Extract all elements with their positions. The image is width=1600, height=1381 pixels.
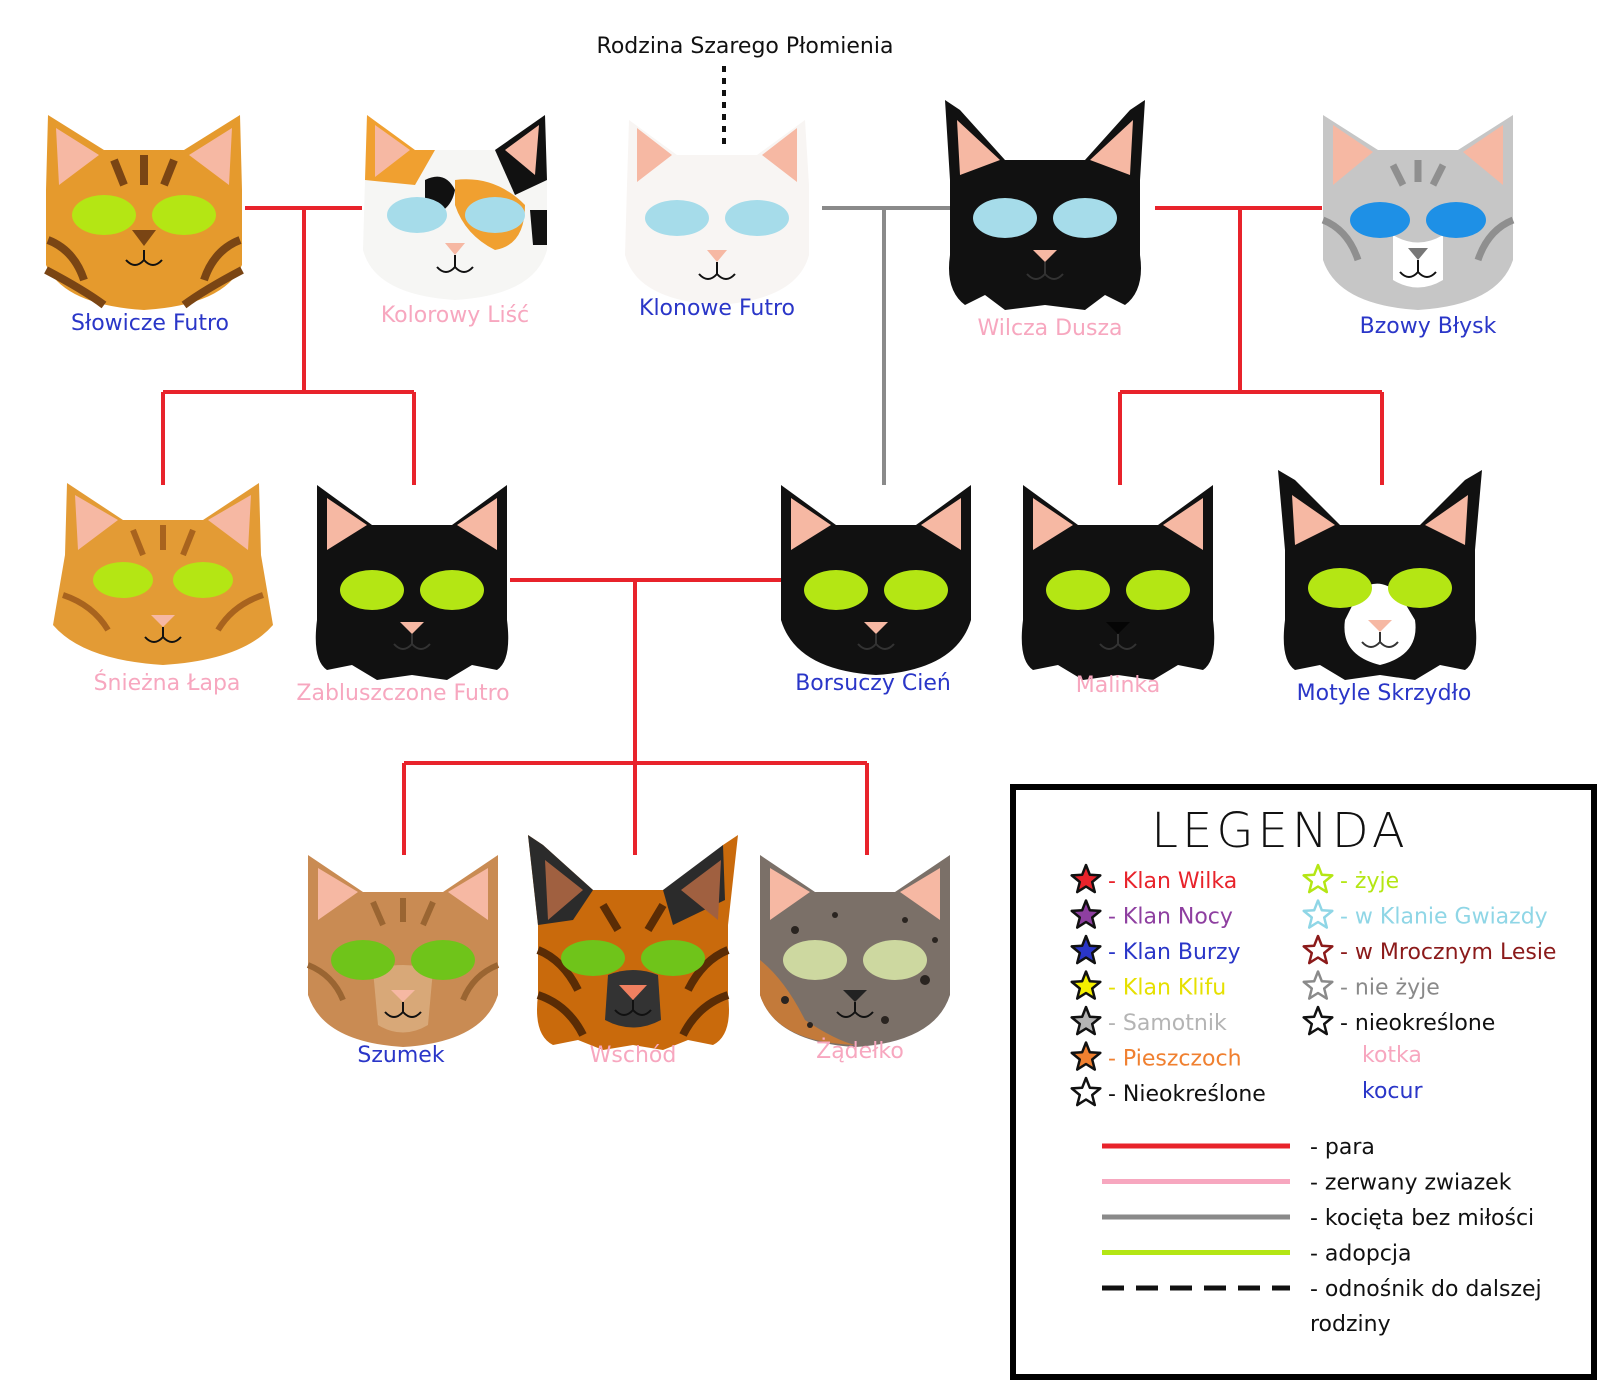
legend-clan-star-icon <box>1070 1076 1102 1107</box>
cat-name-klonowe: Klonowe Futro <box>639 296 795 321</box>
cat-head <box>53 483 273 665</box>
legend-gender-label: kotka <box>1362 1043 1422 1068</box>
legend-clan-label: - Pieszczoch <box>1108 1047 1242 1072</box>
legend-clan-star-icon <box>1070 970 1102 1000</box>
cat-sniezna-lapa[interactable] <box>53 483 273 665</box>
cat-name-bzowy: Bzowy Błysk <box>1360 314 1497 339</box>
legend-line-label-cont: rodziny <box>1310 1312 1391 1337</box>
cat-head <box>46 115 242 310</box>
cat-name-slowicze: Słowicze Futro <box>71 311 229 336</box>
legend-status-star-icon <box>1302 934 1334 965</box>
cat-name-wilcza: Wilcza Dusza <box>978 316 1123 341</box>
legend-status-star-icon <box>1302 1005 1334 1036</box>
legend-box: LEGENDA - Klan Wilka - Klan Nocy - Klan Bu… <box>1010 784 1597 1380</box>
legend-line-label: - zerwany zwiazek <box>1310 1171 1512 1196</box>
legend-clan-star-icon <box>1070 934 1102 965</box>
legend-clan-star-icon <box>1070 863 1102 894</box>
legend-status: - żyje - w Klanie Gwiazdy - w Mrocznym Les… <box>1302 863 1556 1036</box>
legend-clan-star-icon <box>1070 1041 1102 1071</box>
legend-status-star-icon <box>1302 863 1334 894</box>
legend-line-label: - odnośnik do dalszej <box>1310 1277 1542 1302</box>
legend-status-label: - w Klanie Gwiazdy <box>1340 905 1548 930</box>
cat-head <box>625 120 809 305</box>
legend-clans: - Klan Wilka - Klan Nocy - Klan Burzy - Kla… <box>1070 863 1266 1107</box>
legend-title: LEGENDA <box>1151 803 1408 859</box>
cat-head <box>1323 115 1513 310</box>
legend-clan-star-icon <box>1070 1005 1102 1036</box>
cat-zadelko[interactable] <box>760 855 950 1047</box>
cat-head <box>760 855 950 1047</box>
cat-wschod[interactable] <box>528 835 738 1050</box>
cat-head <box>781 485 971 675</box>
legend-clan-label: - Nieokreślone <box>1108 1082 1266 1107</box>
cat-wilcza-dusza[interactable] <box>945 100 1145 310</box>
legend-line-label: - adopcja <box>1310 1242 1412 1267</box>
cat-szumek[interactable] <box>306 855 500 1047</box>
legend-status-star-icon <box>1302 970 1334 1000</box>
cat-slowicze-futro[interactable] <box>44 115 244 310</box>
diagram-title: Rodzina Szarego Płomienia <box>597 34 894 59</box>
cat-head <box>945 100 1145 310</box>
legend-clan-label: - Klan Klifu <box>1108 976 1226 1001</box>
cat-bzowy-blysk[interactable] <box>1321 115 1515 310</box>
legend-clan-label: - Klan Nocy <box>1108 905 1233 930</box>
cat-zabluszczone-futro[interactable] <box>315 485 509 680</box>
cat-borsuczy-cien[interactable] <box>781 485 971 675</box>
legend-lines: - para - zerwany zwiazek - kocięta bez mił… <box>1102 1135 1542 1302</box>
cat-name-wschod: Wschód <box>590 1043 677 1068</box>
legend-clan-star-icon <box>1070 899 1102 929</box>
legend-clan-label: - Samotnik <box>1108 1011 1227 1036</box>
cat-head <box>315 485 509 680</box>
cat-name-borsuczy: Borsuczy Cień <box>795 671 951 696</box>
legend-status-label: - żyje <box>1340 869 1399 894</box>
legend-status-star-icon <box>1302 899 1334 929</box>
legend-gender: kotka kocur <box>1362 1043 1423 1104</box>
legend-status-label: - w Mrocznym Lesie <box>1340 940 1556 965</box>
cat-head <box>308 855 498 1047</box>
connection-lines <box>161 206 1384 855</box>
cat-malinka[interactable] <box>1021 485 1215 680</box>
cat-klonowe-futro[interactable] <box>625 120 809 305</box>
cat-head <box>1021 485 1215 680</box>
legend-line-label: - para <box>1310 1135 1375 1160</box>
cat-kolorowy-lisc[interactable] <box>363 115 547 300</box>
cat-name-szumek: Szumek <box>357 1043 444 1068</box>
legend-status-label: - nie żyje <box>1340 976 1440 1001</box>
legend-line-label: - kocięta bez miłości <box>1310 1206 1534 1231</box>
legend-status-label: - nieokreślone <box>1340 1011 1495 1036</box>
cat-name-kolorowy: Kolorowy Liść <box>381 303 529 328</box>
legend-clan-label: - Klan Wilka <box>1108 869 1237 894</box>
cat-name-sniezna: Śnieżna Łapa <box>94 670 241 696</box>
legend-clan-label: - Klan Burzy <box>1108 940 1241 965</box>
cat-name-motyle: Motyle Skrzydło <box>1297 681 1472 706</box>
legend-gender-label: kocur <box>1362 1079 1423 1104</box>
cat-motyle-skrzydlo[interactable] <box>1278 470 1482 680</box>
cat-name-zadelko: Żądełko <box>816 1038 904 1064</box>
cat-name-malinka: Malinka <box>1076 673 1160 698</box>
cat-name-zabluszczone: Zabluszczone Futro <box>296 681 509 706</box>
